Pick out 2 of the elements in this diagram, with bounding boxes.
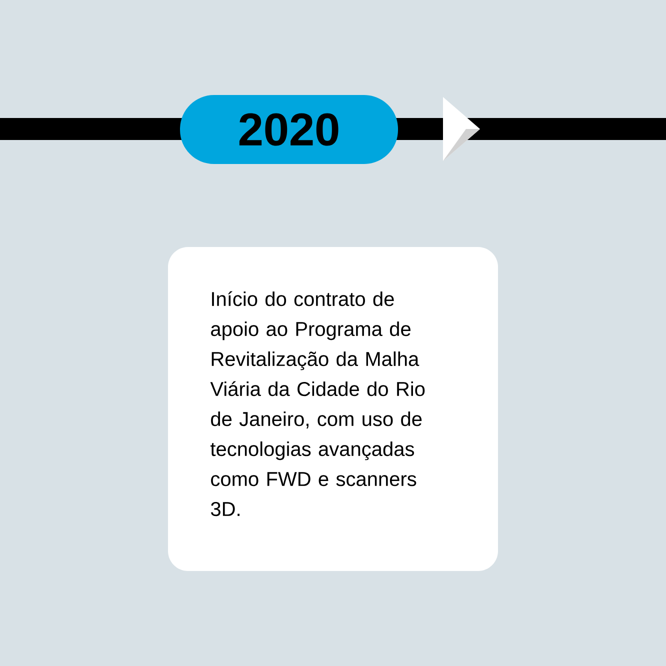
text-card: Início do contrato de apoio ao Programa de Revitalização da Malha Viária da Cidade do Rio de Janeiro, com uso de tecnologias avançadas como FWD e scanners 3D. [168,247,498,571]
year-pill: 2020 [180,95,398,164]
